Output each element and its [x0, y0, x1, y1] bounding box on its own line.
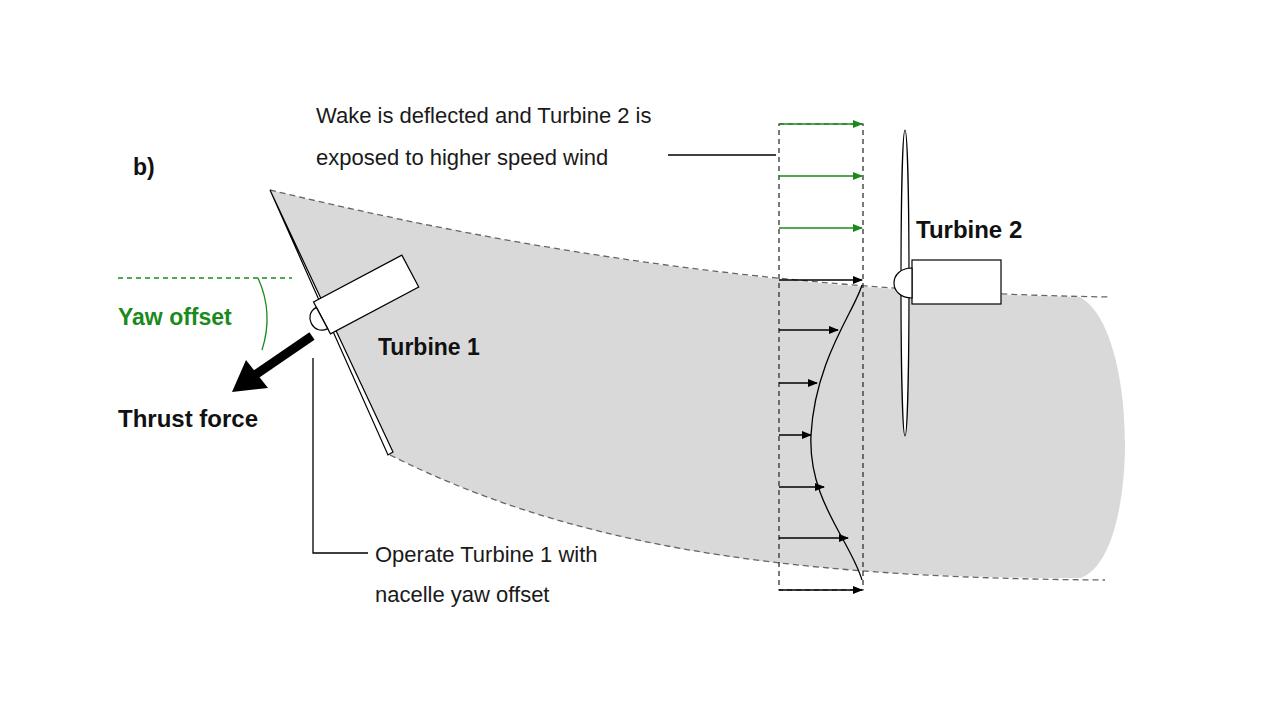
panel-letter: b): [133, 154, 155, 182]
angle-label: Yaw offset: [118, 304, 232, 332]
thrust-arrow: [255, 336, 312, 375]
callout-note: Operate Turbine 1 with nacelle yaw offse…: [375, 535, 645, 615]
turbine-label: Turbine 1: [378, 334, 480, 362]
velocity-profile: [811, 285, 862, 580]
green-velocity-arrows: [779, 124, 862, 228]
thrust-arrowhead: [232, 360, 268, 392]
turbine2-hub: [894, 268, 912, 298]
leader-line: [668, 154, 776, 155]
turbine1-nacelle: [303, 255, 419, 339]
turbine2-nacelle: [912, 260, 1001, 304]
force-label: Thrust force: [118, 405, 258, 434]
callout-note: Wake is deflected and Turbine 2 is expos…: [316, 95, 716, 179]
velocity-arrows: [779, 280, 862, 590]
profile-box: [779, 124, 863, 590]
yaw-reference: [118, 277, 292, 278]
wake-region: [270, 190, 1125, 578]
turbine-label: Turbine 2: [916, 216, 1022, 245]
yaw-arc: [258, 278, 267, 350]
